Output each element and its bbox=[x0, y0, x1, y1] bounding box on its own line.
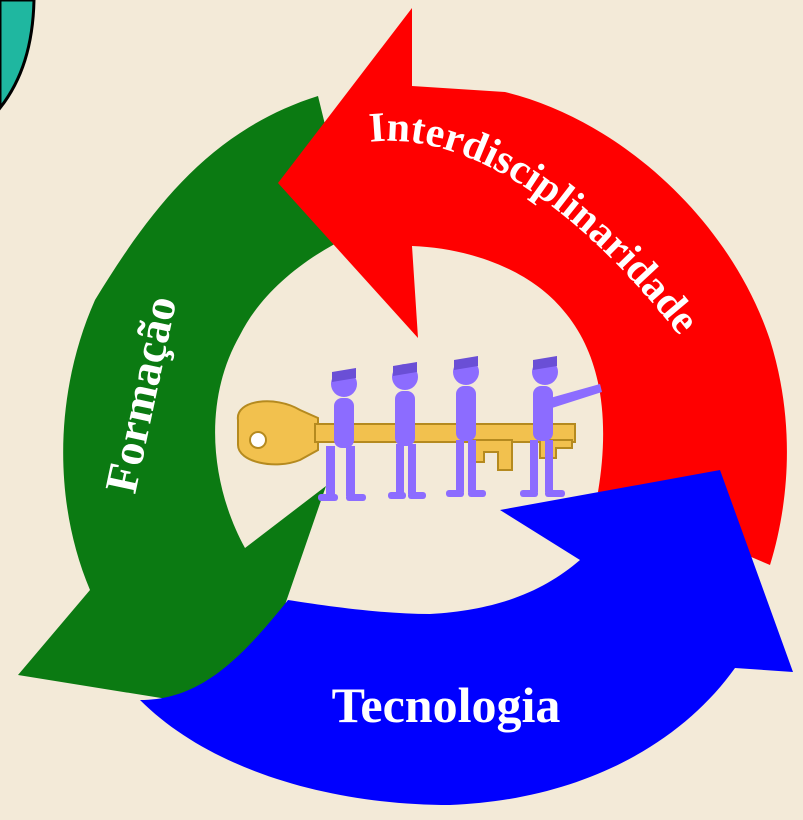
interdisciplinaridade-arrow bbox=[278, 8, 787, 565]
key-shaft bbox=[314, 423, 576, 443]
key-bow bbox=[236, 400, 319, 466]
figure-1 bbox=[318, 368, 366, 501]
formacao-arrow bbox=[18, 96, 352, 712]
tecnologia-arrow bbox=[140, 470, 793, 805]
corner-teal-shape bbox=[0, 0, 36, 111]
key-teeth bbox=[469, 439, 573, 471]
figure-2 bbox=[388, 362, 426, 499]
figure-4 bbox=[520, 356, 602, 497]
people-carrying-key-icon bbox=[236, 356, 602, 501]
tecnologia-label: Tecnologia bbox=[332, 677, 561, 733]
figure-3 bbox=[446, 356, 486, 497]
